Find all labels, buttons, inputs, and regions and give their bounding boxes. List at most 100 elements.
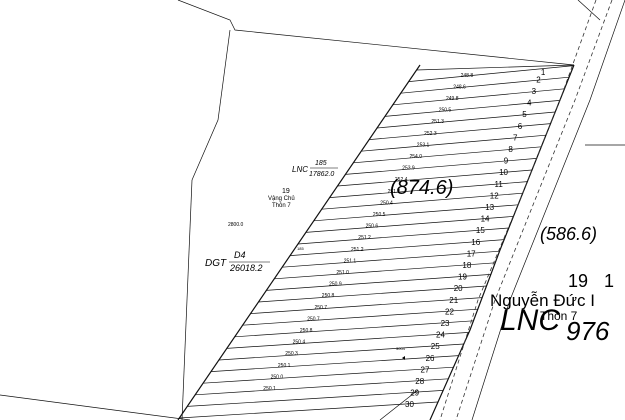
road-dash-2 [455,0,613,420]
lot-divider [195,378,449,396]
lot-divider [226,332,469,349]
lot-divider [179,401,439,419]
road-edge [471,0,625,420]
boundary-corner-ne [577,0,601,21]
lot-elevation: 250.7 [307,316,320,322]
lot-divider [274,262,496,280]
lot-number: 21 [449,296,458,305]
right-cluster-class: LNC [500,304,560,337]
lot-number: 15 [476,226,485,235]
lot-elevation: 250.8 [300,328,313,334]
lot-elevation: 251.2 [351,247,364,253]
lot-divider [258,285,487,303]
right-cluster: 19 1 Nguyễn Đức I Thôn 7 LNC 976 [490,271,614,346]
road-lines [439,0,625,420]
lot-elevation: 252.4 [395,177,408,183]
road-mark: 3004 [396,346,406,351]
lot-number: 30 [405,400,414,409]
lot-elevation: 251.2 [358,235,371,241]
lot-elevation: 250.5 [373,212,386,218]
road-parcel-area: 26018.2 [229,263,263,273]
road-parcel-class: DGT [205,258,227,269]
lot-divider [210,355,459,372]
lot-elevation: 248.8 [461,73,474,79]
lot-divider [353,146,542,164]
right-cluster-name: Nguyễn Đức I [490,291,595,310]
lot-elevation: 250.4 [293,340,306,346]
lot-number: 27 [421,365,430,374]
lot-divider [329,181,528,198]
lot-number: 23 [441,319,450,328]
owner-village: Thôn 7 [272,203,291,209]
lot-divider [242,308,478,326]
lot-elevation: 251.2 [388,189,401,195]
lot-number: 10 [499,168,508,177]
right-cluster-no-suffix: 1 [604,271,614,291]
lot-number: 29 [410,389,419,398]
lot-number: 12 [490,191,499,200]
lot-number: 18 [462,261,471,270]
lot-number: 3 [532,87,537,96]
lot-divider [266,274,491,291]
parcel-boundaries [0,0,601,420]
big-label-center: (874.6) [390,177,453,199]
lot-divider [297,227,509,245]
lot-divider [377,111,556,129]
lot-divider [400,76,570,94]
lot-divider [321,192,523,210]
lot-elevation: 253.9 [402,166,415,172]
lot-elevation: 250.7 [315,305,328,311]
lot-divider [345,158,537,175]
lot-divider [337,169,533,187]
lot-divider [218,343,464,361]
lot-number: 17 [467,249,476,258]
lot-divider [384,100,560,117]
road-parcel-label: DGT D4 26018.2 [205,250,270,273]
lot-elevation: 254.0 [410,154,423,160]
lot-number: 25 [431,342,440,351]
lot-divider [408,65,574,82]
lot-elevation: 251.3 [431,119,444,125]
boundary-top [177,0,575,66]
lot-elevation: 251.0 [336,270,349,276]
lot-elevation: 250.5 [439,108,452,114]
right-cluster-no: 19 [568,271,588,291]
lot-number: 22 [445,307,454,316]
main-parcel-label: LNC 185 17862.0 19 Vậng Chủ Thôn 7 [268,160,338,209]
lot-elevation: 252.3 [424,131,437,137]
lot-divider [313,204,519,222]
main-parcel-class: LNC [292,165,308,174]
lot-divider [361,134,546,152]
road-arrow-icon [402,356,405,360]
owner-no: 19 [282,188,290,195]
lot-divider [250,297,483,314]
main-parcel-no: 185 [315,160,327,167]
lot-number: 7 [513,133,518,142]
right-cluster-village: Thôn 7 [540,309,578,323]
lot-number: 19 [458,273,467,282]
lot-divider [416,64,575,71]
lot-elevation: 253.1 [417,142,430,148]
lot-elevation: 250.9 [329,282,342,288]
small-mark: 185 [297,246,304,251]
lot-elevation: 248.6 [453,84,466,90]
lot-number: 20 [454,284,463,293]
lot-elevation: 250.4 [380,200,393,206]
lot-elevation: 251.1 [344,258,357,264]
lot-divider [290,239,505,256]
lot-number: 8 [508,145,513,154]
elevation-mark: 2800.0 [228,222,244,228]
lot-divider [369,123,551,140]
lot-elevation: 250.3 [285,351,298,357]
road-parcel-no: D4 [234,250,246,260]
boundary-road-south [379,389,419,420]
lot-elevation: 249.8 [446,96,459,102]
boundary-west [191,29,231,181]
lot-number: 5 [522,110,527,119]
road-dash-1 [439,0,597,420]
lot-number: 16 [471,238,480,247]
lot-number: 24 [436,331,445,340]
boundary-west-lower [181,179,193,420]
lot-number: 4 [527,99,532,108]
